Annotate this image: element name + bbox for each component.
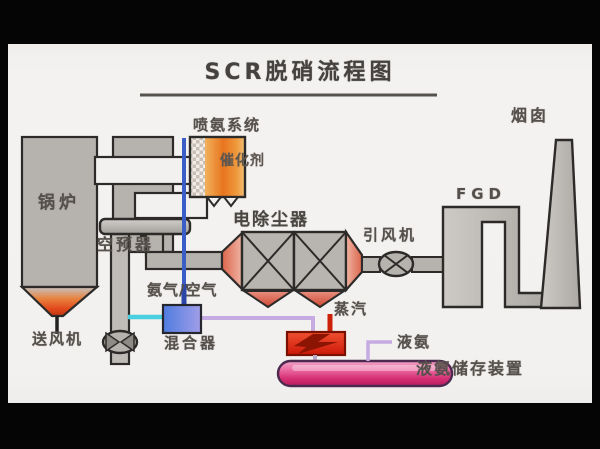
catalyst-label: 催化剂 (220, 153, 265, 169)
ammonia-storage-label: 液氨储存装置 (416, 359, 525, 378)
air-preheater-bar (98, 217, 192, 236)
chimney-shape (539, 138, 582, 310)
ammonia-tank-highlight (292, 365, 438, 371)
esp-hopper-right (292, 290, 348, 309)
liquid-ammonia-label: 液氨 (397, 333, 432, 351)
mixer-to-evaporator-line (201, 316, 315, 331)
ammonia-injection-label: 喷氨系统 (193, 116, 262, 134)
page-title: SCR脱硝流程图 (204, 60, 396, 85)
fd-fan-blade-right (119, 331, 135, 353)
ammonia-feed-line (366, 340, 392, 361)
lightning-icon (294, 334, 338, 354)
id-fan-label: 引风机 (363, 226, 418, 244)
mixer-label: 混合器 (164, 334, 219, 352)
fd-fan-label: 送风机 (32, 330, 84, 348)
catalyst-box (205, 137, 245, 197)
ammonia-tank (276, 359, 454, 388)
scr-hopper-left (204, 196, 224, 208)
fgd-vessel (441, 205, 550, 309)
mixer-box (161, 303, 203, 335)
boiler-vessel (20, 135, 99, 289)
esp-cell-diagonals (241, 231, 347, 291)
id-fan-outlet-duct (411, 256, 444, 273)
air-preheater-label: 空预器 (97, 235, 155, 254)
esp-hopper-left (240, 290, 296, 309)
ammonia-air-label: 氨气/空气 (147, 281, 218, 299)
esp-inlet-cone (220, 230, 244, 292)
fgd-label: FGD (456, 185, 507, 203)
fd-fan-blade-left (105, 331, 121, 353)
scr-hopper-right (221, 196, 241, 208)
steam-label: 蒸汽 (334, 300, 369, 318)
boiler-hopper (19, 285, 100, 318)
esp-outlet-cone (344, 228, 364, 293)
duct-upper (93, 155, 209, 186)
esp-label: 电除尘器 (233, 210, 309, 230)
boiler-label: 锅炉 (38, 193, 80, 213)
esp-outlet-duct (361, 256, 381, 273)
ammonia-grid-pattern (190, 137, 205, 197)
stack-label: 烟囱 (511, 106, 550, 125)
id-fan-blades (383, 254, 409, 274)
